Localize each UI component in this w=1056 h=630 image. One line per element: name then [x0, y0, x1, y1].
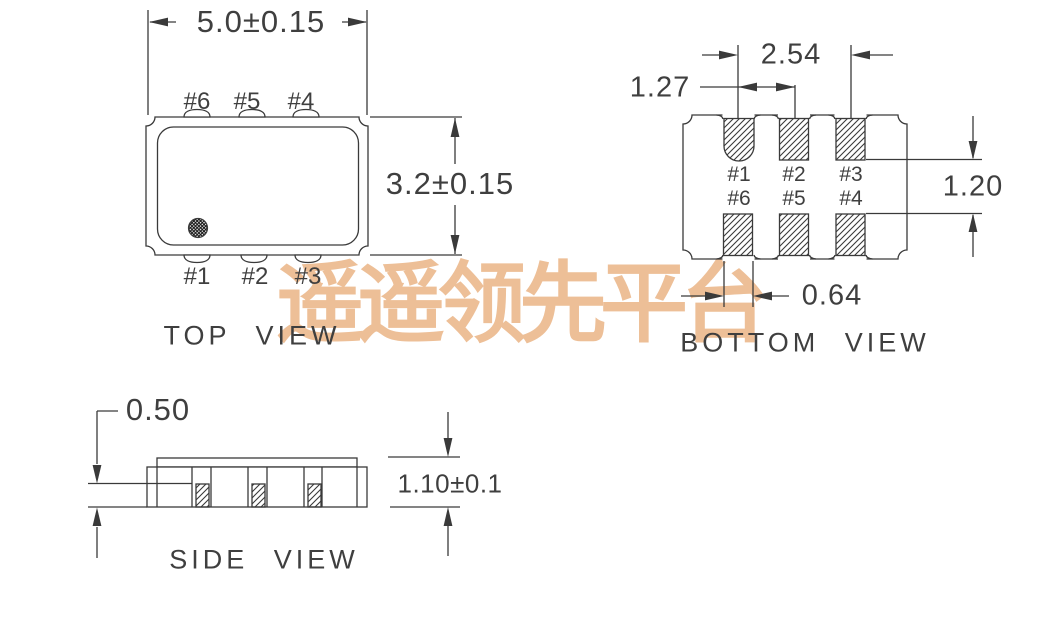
side-view-lid: [156, 457, 358, 468]
castellation-top: [292, 108, 320, 118]
watermark-text: 遥遥领先平台: [276, 254, 769, 353]
pad-3: [835, 117, 866, 161]
top-view-height-dimension: 3.2±0.15: [382, 166, 518, 202]
pad-5: [778, 213, 810, 257]
pad-6: [722, 213, 754, 257]
dim-height-3_2: [370, 116, 462, 256]
side-pad-1: [195, 483, 210, 508]
bottom-view-outer-pitch-dimension: 2.54: [756, 38, 826, 72]
top-view-pin2-label: #2: [241, 263, 269, 290]
pad-2: [778, 117, 810, 161]
side-pad-3: [307, 483, 322, 508]
top-view-width-dimension: 5.0±0.15: [196, 4, 326, 39]
bottom-view-pin4-label: #4: [839, 187, 863, 210]
pad-4: [835, 213, 866, 257]
side-view-title: SIDE VIEW: [169, 544, 359, 575]
bottom-view-pad-width-dimension: 0.64: [797, 279, 867, 313]
top-view-pin1-label: #1: [183, 263, 211, 290]
bottom-view-row-gap-dimension: 1.20: [942, 170, 1004, 203]
dim-width-5_0: [147, 10, 368, 115]
pin1-marker-dot: [187, 217, 209, 239]
dim-row-gap-1_20: [866, 116, 982, 257]
top-view-title: TOP VIEW: [163, 320, 341, 351]
side-view-pad-height-dimension: 0.50: [125, 392, 191, 427]
pad-1: [723, 117, 755, 162]
side-view-segment-lines: [156, 467, 358, 507]
castellation-bottom: [183, 254, 211, 264]
side-view-drawing: [88, 410, 460, 558]
castellation-bottom: [240, 254, 268, 264]
side-view-total-height-dimension: 1.10±0.1: [397, 468, 503, 499]
top-view-pin3-label: #3: [294, 263, 322, 290]
bottom-view-pin6-label: #6: [727, 187, 751, 210]
bottom-view-pin5-label: #5: [782, 187, 806, 210]
top-view-pin6-label: #6: [183, 88, 211, 115]
dim-total-height-1_10: [388, 412, 460, 556]
bottom-view-pin1-label: #1: [727, 163, 751, 186]
top-view-lid-outline: [156, 126, 360, 246]
top-view-body: [145, 116, 369, 256]
bottom-view-pin3-label: #3: [839, 163, 863, 186]
bottom-view-title: BOTTOM VIEW: [680, 327, 930, 358]
recess-fillets: [716, 114, 873, 260]
side-pad-2: [251, 483, 266, 508]
top-view-pin4-label: #4: [287, 88, 315, 115]
castellation-top: [238, 108, 266, 118]
bottom-view-pin2-label: #2: [782, 163, 806, 186]
dim-pad-width-0_64: [681, 261, 789, 307]
dim-pad-height-0_50: [88, 410, 192, 558]
dim-pitch-1_27: [700, 82, 796, 118]
top-view-pin5-label: #5: [233, 88, 261, 115]
bottom-view-pitch-dimension: 1.27: [629, 71, 691, 104]
top-view-drawing: [145, 10, 462, 264]
dim-outer-pitch-2_54: [702, 45, 893, 118]
castellation-bottom: [294, 254, 322, 264]
bottom-view-drawing: [681, 45, 982, 307]
castellation-top: [183, 108, 211, 118]
